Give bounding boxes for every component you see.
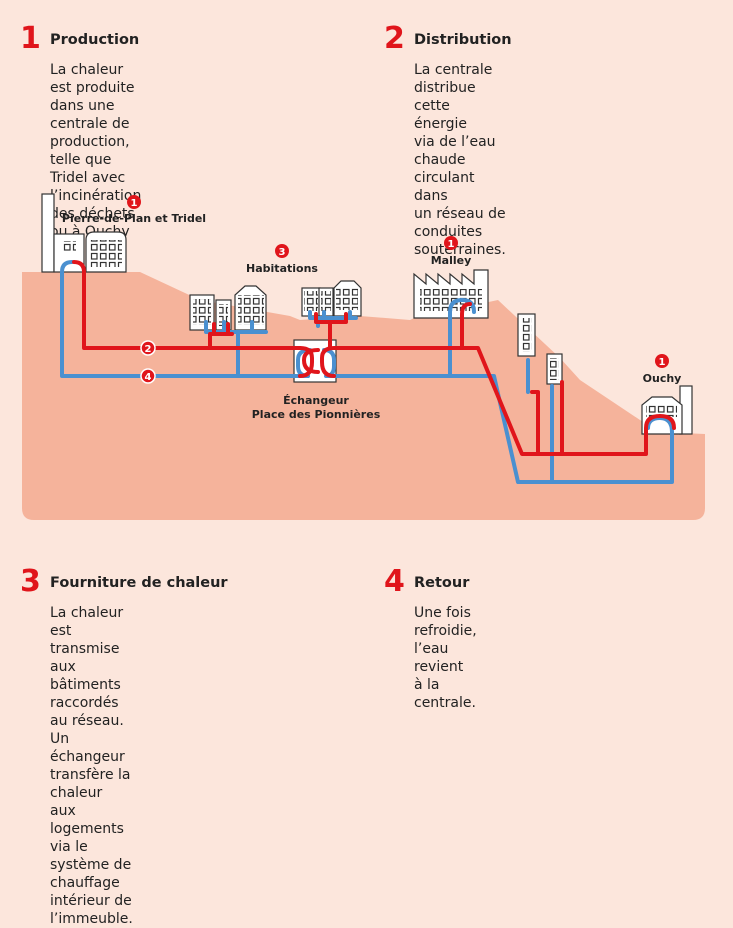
buildings-habitations-left	[189, 285, 267, 331]
step-number: 3	[20, 564, 41, 599]
badge-supply-text: 2	[145, 344, 152, 355]
district-heating-diagram: 2 4 1 Pierre-de-Plan et Tridel 3 Habitat…	[22, 193, 705, 520]
label-pierre-de-plan: Pierre-de-Plan et Tridel	[62, 212, 206, 225]
badge-habitations-text: 3	[279, 247, 286, 258]
badge-malley: 1	[444, 236, 458, 250]
step-number: 1	[20, 21, 41, 56]
plant-pierre-de-plan	[41, 193, 127, 273]
step-body: La centrale distribue cette énergie via …	[414, 62, 506, 258]
label-malley: Malley	[431, 254, 472, 267]
step-body: Une fois refroidie, l’eau revient à la c…	[414, 605, 477, 711]
badge-habitations: 3	[275, 244, 289, 258]
label-exchanger-line2: Place des Pionnières	[252, 408, 381, 421]
badge-ouchy-text: 1	[659, 357, 666, 368]
label-exchanger-line1: Échangeur	[283, 394, 349, 407]
badge-plant-1-text: 1	[131, 198, 138, 209]
exchanger-red-loop	[301, 348, 320, 374]
buildings-slope	[517, 313, 563, 385]
badge-malley-text: 1	[448, 239, 455, 250]
label-habitations: Habitations	[246, 262, 318, 275]
step-number: 2	[384, 21, 405, 56]
badge-return-text: 4	[145, 372, 152, 383]
step-title: Distribution	[414, 32, 512, 48]
badge-supply: 2	[140, 340, 156, 356]
step-title: Fourniture de chaleur	[50, 575, 228, 591]
badge-plant-1: 1	[127, 195, 141, 209]
label-ouchy: Ouchy	[643, 372, 682, 385]
step-number: 4	[384, 564, 405, 599]
badge-return: 4	[140, 368, 156, 384]
badge-ouchy: 1	[655, 354, 669, 368]
step-title: Retour	[414, 575, 470, 591]
supply-pipe	[72, 260, 676, 456]
step-title: Production	[50, 32, 140, 48]
